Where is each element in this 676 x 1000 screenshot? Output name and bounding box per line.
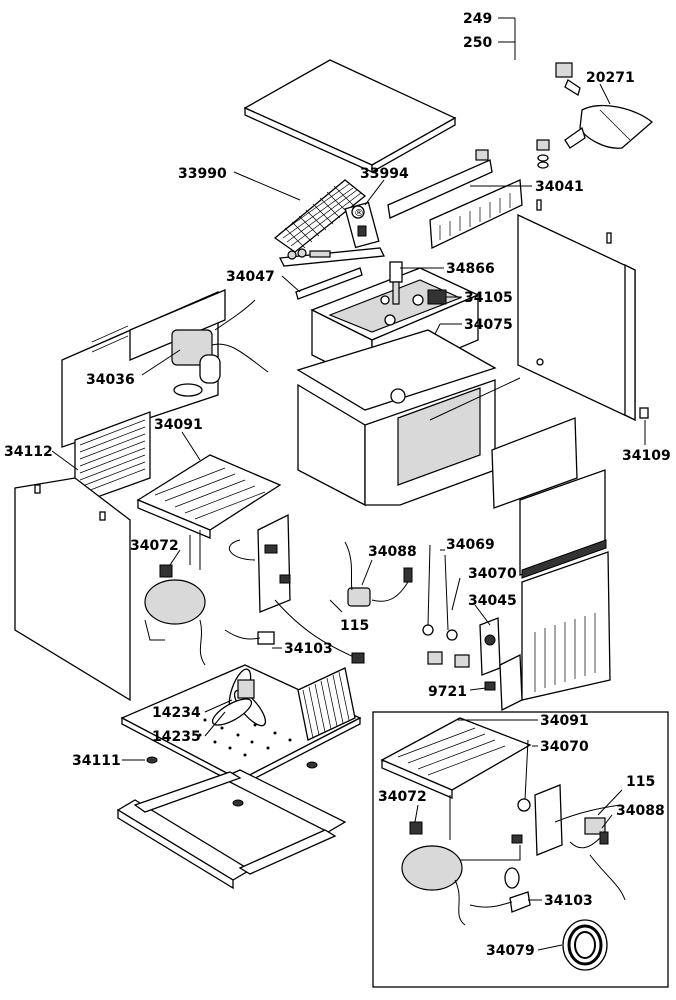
water-distributor: [278, 247, 386, 267]
label-34109: 34109: [622, 448, 671, 464]
inset-label-34103: 34103: [544, 893, 593, 909]
inset-label-34079: 34079: [486, 943, 535, 959]
front-panel: [491, 417, 611, 701]
float-rod: [295, 267, 363, 300]
label-115: 115: [340, 618, 369, 634]
ice-scoop: [564, 104, 654, 149]
curtain-bracket: [387, 159, 523, 249]
right-side-panel: [517, 199, 636, 422]
louvered-grille: [74, 411, 151, 506]
storage-bin: [296, 329, 521, 507]
evaporator: [136, 454, 282, 539]
label-34112: 34112: [4, 444, 53, 460]
power-cord: [274, 599, 365, 664]
switch-box: [484, 653, 523, 712]
label-34091: 34091: [154, 417, 203, 433]
label-34036: 34036: [86, 372, 135, 388]
label-14235: 14235: [152, 729, 201, 745]
label-34088: 34088: [368, 544, 417, 560]
label-250: 250: [463, 35, 492, 51]
label-34111: 34111: [72, 753, 121, 769]
water-hose: [466, 62, 581, 169]
top-lid: [243, 59, 457, 174]
left-side-panel: [14, 477, 131, 702]
electrical-box: [228, 513, 291, 613]
pallet-frame: [116, 769, 347, 890]
label-33990: 33990: [178, 166, 227, 182]
label-34072: 34072: [130, 538, 179, 554]
compressor: [144, 530, 206, 666]
drain-fitting: [389, 261, 403, 305]
inset-label-34091: 34091: [540, 713, 589, 729]
inset-label-34072: 34072: [378, 789, 427, 805]
inset-label-115: 115: [626, 774, 655, 790]
nozzle-fitting: ®: [344, 201, 380, 249]
feet: [146, 756, 318, 807]
label-34041: 34041: [535, 179, 584, 195]
label-34047: 34047: [226, 269, 275, 285]
condenser-coil: [297, 667, 356, 741]
inset-label-34088: 34088: [616, 803, 665, 819]
inset-label-34070: 34070: [540, 739, 589, 755]
label-34866: 34866: [446, 261, 495, 277]
spray-bar-grid: [273, 179, 367, 253]
label-9721: 9721: [428, 684, 467, 700]
registered-mark-icon: ®: [354, 208, 364, 219]
float-valve: [412, 289, 447, 306]
label-20271: 20271: [586, 70, 635, 86]
label-34045: 34045: [468, 593, 517, 609]
label-34069: 34069: [446, 537, 495, 553]
label-34075: 34075: [464, 317, 513, 333]
label-34103: 34103: [284, 641, 333, 657]
label-33994: 33994: [360, 166, 409, 182]
water-pump: [171, 299, 269, 397]
sensor-probes: [422, 544, 501, 676]
thermostat: [224, 629, 275, 645]
inset-detail-box: [372, 711, 669, 988]
label-34105: 34105: [464, 290, 513, 306]
label-14234: 14234: [152, 705, 201, 721]
label-34070: 34070: [468, 566, 517, 582]
inlet-valve: [344, 541, 413, 607]
condenser-fan: [211, 668, 267, 727]
label-249: 249: [463, 11, 492, 27]
